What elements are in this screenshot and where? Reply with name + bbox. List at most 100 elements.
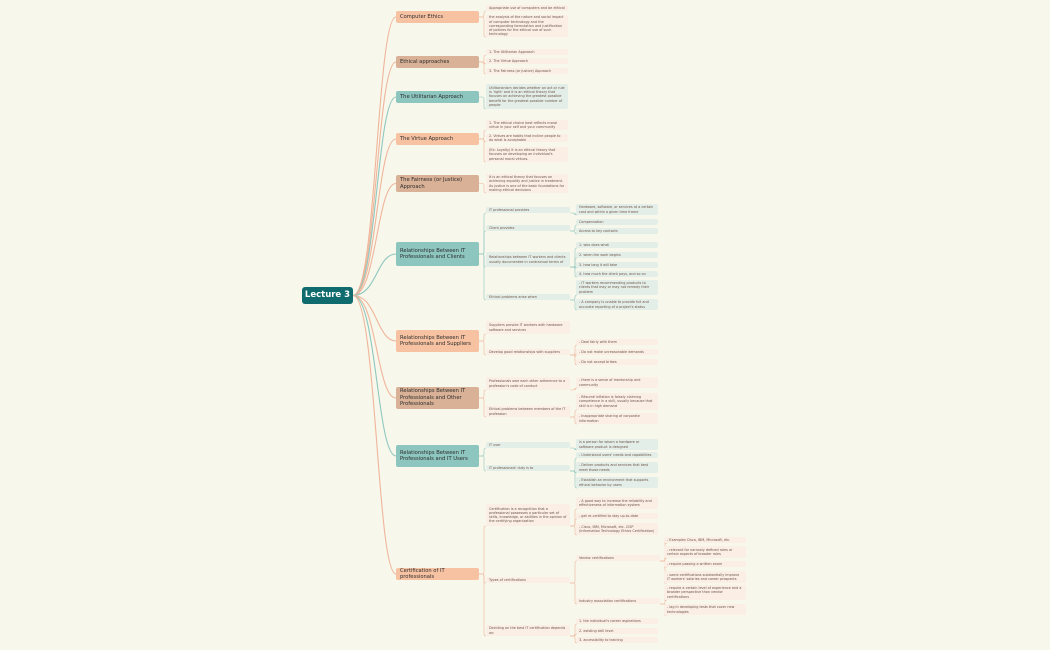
branch-link: [352, 294, 397, 399]
detail-item[interactable]: - A company is unable to provide full an…: [576, 299, 658, 310]
subtopic-link: [479, 389, 487, 399]
subtopic[interactable]: Develop good relationships with supplier…: [486, 349, 570, 355]
subtopic-link: [479, 61, 487, 75]
detail-item[interactable]: - Résumé inflation is falsely claiming c…: [576, 393, 658, 410]
detail-item[interactable]: Access to key contacts: [576, 228, 658, 234]
subtopic-link: [479, 573, 487, 584]
branch-topic[interactable]: The Utilitarian Approach: [396, 91, 479, 103]
detail-item[interactable]: - require a certain level of experience …: [664, 585, 746, 600]
subtopic-link: [479, 129, 487, 140]
subtopic[interactable]: 2. Virtues are habits that incline peopl…: [486, 134, 568, 142]
detail-link: [570, 560, 578, 584]
branch-topic[interactable]: Certification of IT professionals: [396, 568, 479, 580]
branch-topic[interactable]: Relationships Between IT Professionals a…: [396, 387, 479, 409]
subtopic-link: [479, 138, 487, 143]
detail-link: [570, 447, 578, 451]
subtopic[interactable]: Client provides: [486, 225, 570, 231]
branch-link: [352, 16, 397, 297]
branch-topic[interactable]: Relationships Between IT Professionals a…: [396, 330, 479, 352]
subtopic[interactable]: Deciding on the best IT certification de…: [486, 625, 570, 636]
branch-link: [352, 253, 397, 297]
detail-item[interactable]: - Do not accept bribes: [576, 359, 658, 365]
subtopic[interactable]: Types of certifications: [486, 577, 570, 583]
detail-item[interactable]: 3. how long it will take: [576, 262, 658, 268]
subtopic-link: [479, 253, 487, 301]
subtopic-link: [479, 54, 487, 63]
detail-item[interactable]: - Cisco, IBM, Microsoft, etc. CISP (Info…: [576, 523, 658, 535]
detail-item[interactable]: - lag in developing tests that cover new…: [664, 604, 746, 615]
detail-item[interactable]: - Inappropriate sharing of corporate inf…: [576, 413, 658, 424]
detail-item[interactable]: - Examples Cisco, IBM, Microsoft, etc.: [664, 537, 746, 543]
detail-item[interactable]: - there is a sense of mentorship and com…: [576, 377, 658, 388]
branch-link: [352, 182, 397, 297]
detail-item[interactable]: 2. when the work begins: [576, 252, 658, 258]
detail-link: [570, 266, 578, 278]
detail-item[interactable]: - some certifications substantially impr…: [664, 571, 746, 583]
subtopic-link: [479, 138, 487, 163]
detail-item[interactable]: - Deliver products and services that bes…: [576, 462, 658, 473]
subtopic[interactable]: (Ex: Loyalty) It is an ethical theory th…: [486, 147, 568, 162]
subtopic[interactable]: Certification is a recognition that a pr…: [486, 504, 570, 526]
branch-topic[interactable]: Computer Ethics: [396, 11, 479, 23]
subtopic[interactable]: Professionals owe each other adherence t…: [486, 377, 570, 390]
detail-item[interactable]: 4. how much the client pays, and so on: [576, 271, 658, 277]
branch-link: [352, 294, 397, 575]
detail-item[interactable]: Vendor certifications: [576, 555, 660, 561]
detail-item[interactable]: Hardware, software, or services at a cer…: [576, 204, 658, 215]
subtopic[interactable]: Relationships between IT workers and cli…: [486, 252, 570, 267]
subtopic[interactable]: IT user: [486, 442, 570, 448]
detail-item[interactable]: - Do not make unreasonable demands: [576, 349, 658, 355]
detail-item[interactable]: 1. who does what: [576, 242, 658, 248]
subtopic-link: [479, 525, 487, 575]
branch-link: [352, 294, 397, 457]
branch-link: [352, 96, 397, 297]
subtopic[interactable]: 1. The ethical choice best reflects mora…: [486, 120, 568, 130]
subtopic-link: [479, 183, 487, 194]
subtopic[interactable]: IT professionals' duty is to: [486, 465, 570, 471]
detail-item[interactable]: - IT workers recommending products to cl…: [576, 280, 658, 295]
subtopic[interactable]: Suppliers provide IT workers with hardwa…: [486, 321, 570, 334]
detail-item[interactable]: - Understand users' needs and capabiliti…: [576, 452, 658, 458]
detail-item[interactable]: is a person for whom a hardware or softw…: [576, 439, 658, 450]
branch-topic[interactable]: The Virtue Approach: [396, 133, 479, 145]
branch-topic[interactable]: Relationships Between IT Professionals a…: [396, 242, 479, 266]
subtopic-link: [479, 230, 487, 255]
detail-link: [570, 212, 578, 216]
detail-item[interactable]: - Deal fairly with them: [576, 339, 658, 345]
detail-item[interactable]: 3. accessibility to training: [576, 637, 658, 643]
subtopic-link: [479, 96, 487, 110]
branch-topic[interactable]: The Fairness (or Justice) Approach: [396, 175, 479, 192]
detail-item[interactable]: - require passing a written exam: [664, 561, 746, 567]
subtopic-link: [479, 455, 487, 472]
detail-item[interactable]: 2. existing skill level: [576, 628, 658, 634]
subtopic[interactable]: Appropriate use of computers and be ethi…: [486, 5, 568, 11]
subtopic-link: [479, 333, 487, 342]
subtopic[interactable]: 2. The Virtue Approach: [486, 58, 568, 64]
branch-topic[interactable]: Relationships Between IT Professionals a…: [396, 445, 479, 467]
branch-link: [352, 61, 397, 297]
subtopic[interactable]: 3. The Fairness (or Justice) Approach: [486, 68, 568, 74]
subtopic[interactable]: Utilitarianism decides whether an act or…: [486, 84, 568, 109]
detail-link: [570, 525, 578, 536]
subtopic-link: [479, 573, 487, 637]
detail-link: [570, 354, 578, 366]
subtopic[interactable]: IT professional provides: [486, 207, 570, 213]
detail-item[interactable]: - get re-certified to stay up-to-date: [576, 513, 658, 519]
detail-link: [570, 416, 578, 425]
subtopic[interactable]: 1. The Utilitarian Approach: [486, 49, 568, 55]
detail-item[interactable]: 1. the individual's career aspirations: [576, 618, 658, 624]
root-topic[interactable]: Lecture 3: [302, 287, 353, 304]
subtopic[interactable]: Ethical problems between members of the …: [486, 406, 570, 417]
detail-item[interactable]: Industry association certifications: [576, 598, 660, 604]
detail-link: [570, 635, 578, 644]
detail-item[interactable]: - Establish an environment that supports…: [576, 477, 658, 488]
subtopic[interactable]: It is an ethical theory that focuses on …: [486, 174, 568, 193]
subtopic-link: [479, 253, 487, 268]
detail-item[interactable]: Compensation: [576, 219, 658, 225]
detail-item[interactable]: - A good way to increase the reliability…: [576, 497, 658, 509]
subtopic[interactable]: the analysis of the nature and social im…: [486, 15, 568, 37]
subtopic-link: [479, 212, 487, 255]
subtopic[interactable]: Ethical problems arise when: [486, 294, 570, 300]
branch-topic[interactable]: Ethical approaches: [396, 56, 479, 68]
detail-item[interactable]: - relevant for narrowly defined roles or…: [664, 546, 746, 558]
